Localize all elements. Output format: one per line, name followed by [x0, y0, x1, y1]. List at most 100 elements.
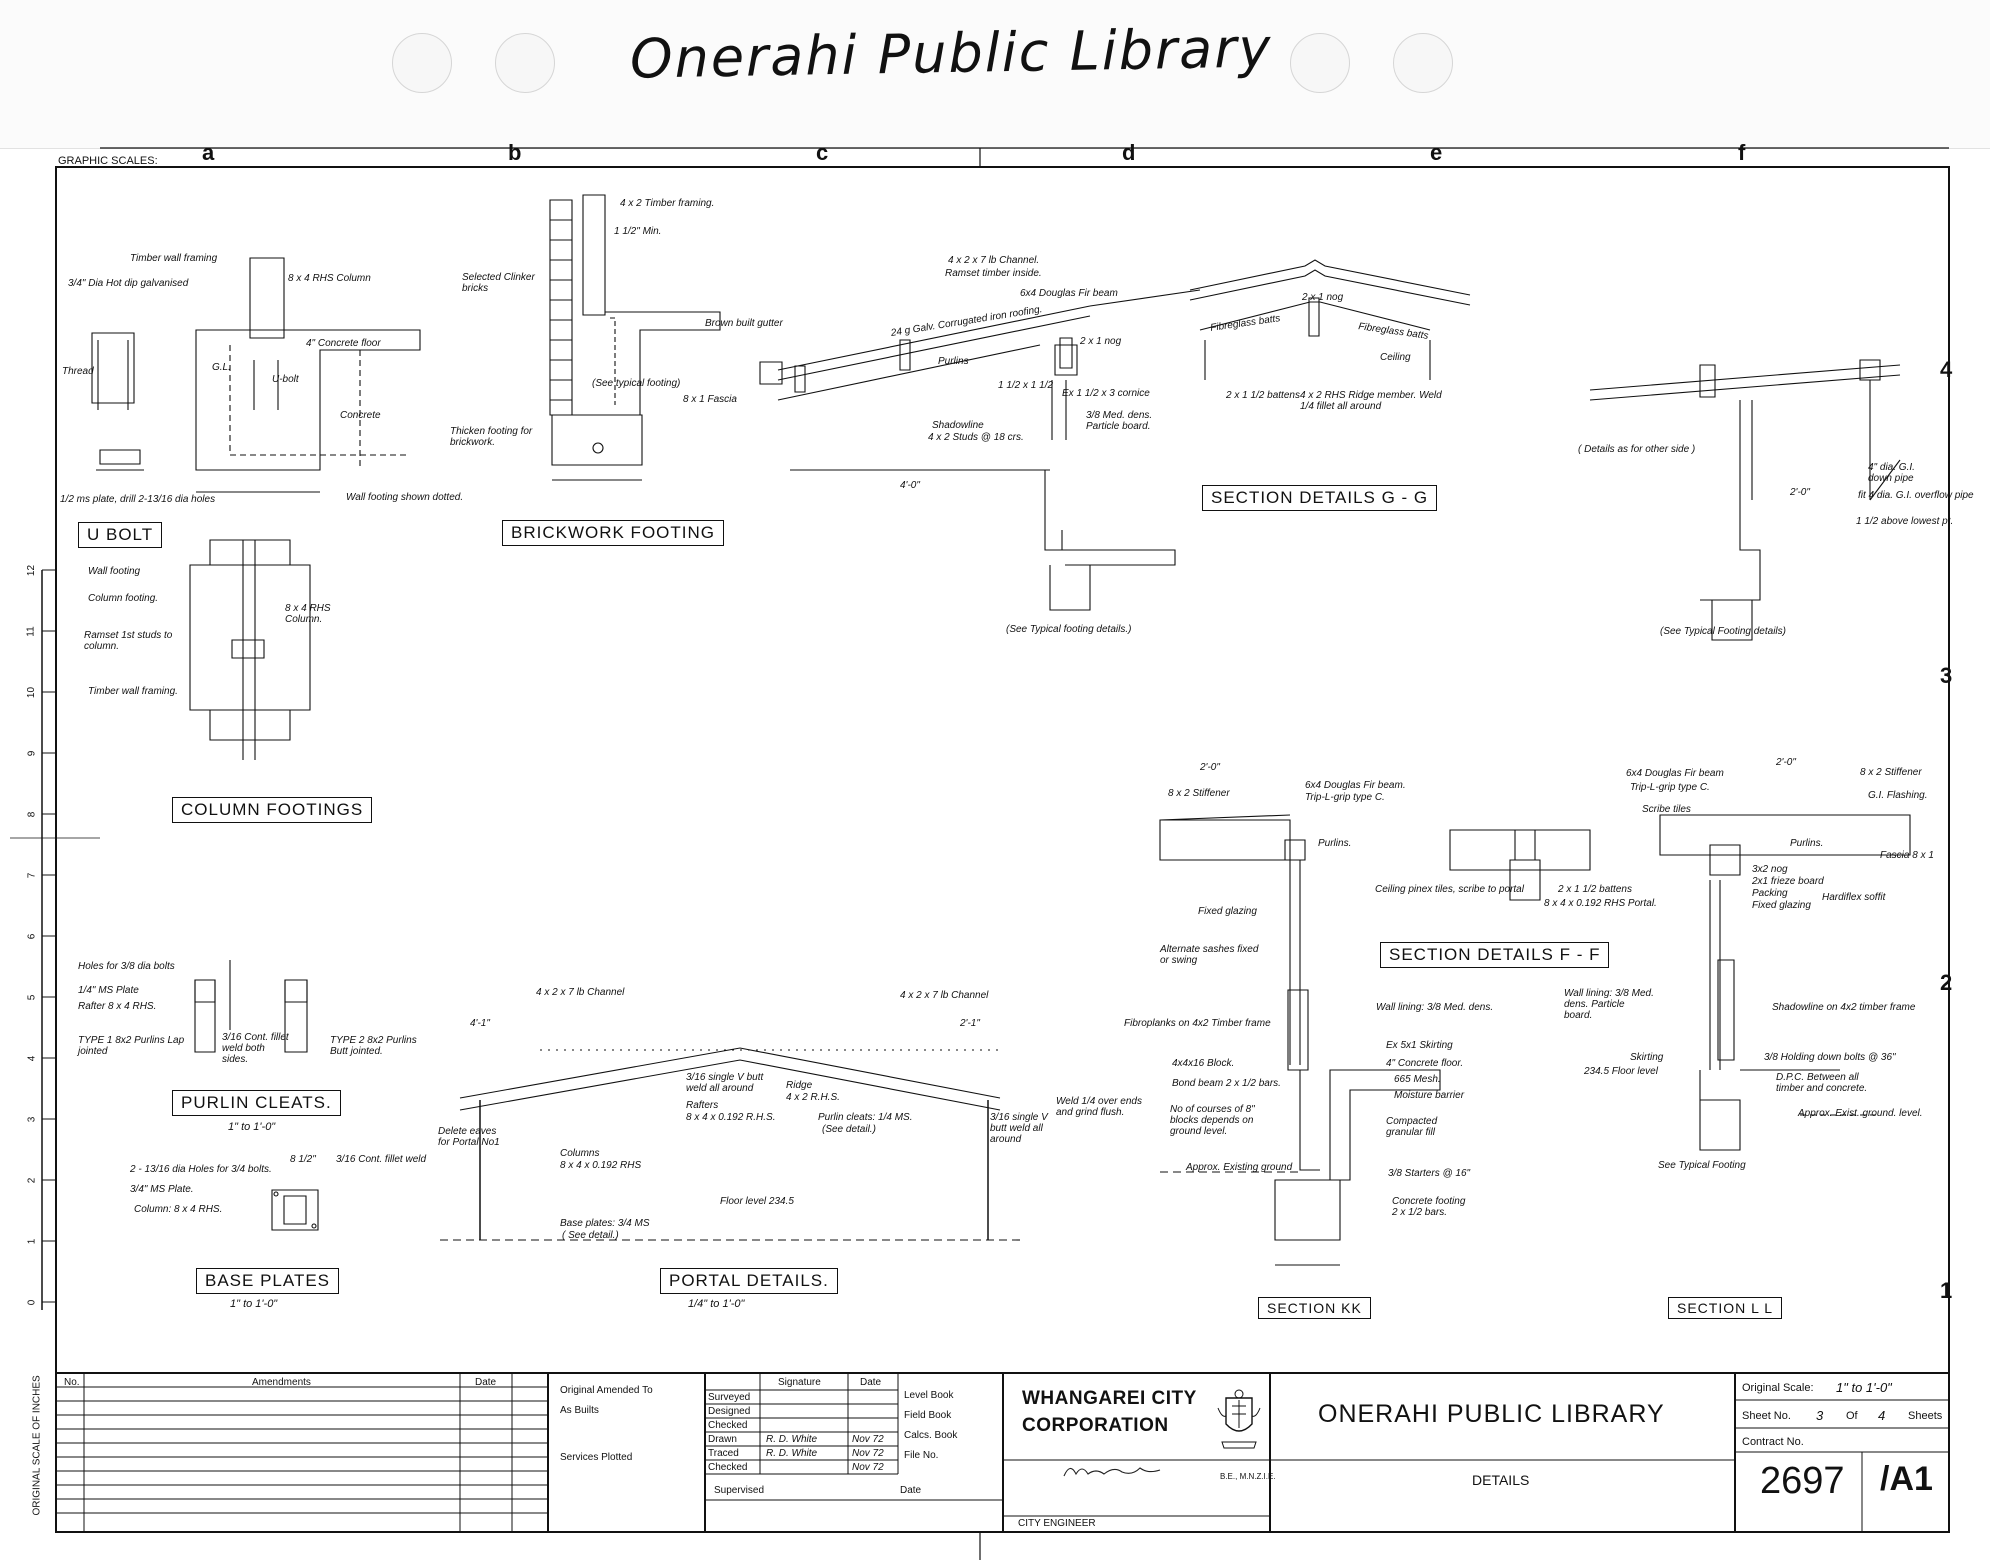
section-ll-label: G.I. Flashing.: [1868, 790, 1928, 801]
section-kk-label: Approx. Existing ground: [1186, 1162, 1293, 1173]
punch-hole-3: [1290, 33, 1350, 93]
purlin-cleats-label: Rafter 8 x 4 RHS.: [78, 1001, 157, 1012]
eaves-right-label: fit 4 dia. G.I. overflow pipe: [1858, 490, 1974, 501]
section-ll-label: Purlins.: [1790, 838, 1824, 849]
column-footings-label: 8 x 4 RHS Column.: [285, 603, 331, 625]
brickwork-label: 4 x 2 Timber framing.: [620, 198, 715, 209]
sheet-size: /A1: [1880, 1460, 1933, 1498]
section-ll-label: See Typical Footing: [1658, 1160, 1746, 1171]
section-ll-label: Approx. Exist. ground. level.: [1798, 1108, 1923, 1119]
original-amended-label: Original Amended To: [560, 1385, 653, 1396]
grid-letter-e: e: [1430, 140, 1443, 165]
section-kk-label: 4x4x16 Block.: [1172, 1058, 1235, 1069]
of-value: 4: [1878, 1408, 1886, 1423]
section-ll-label: Fixed glazing: [1752, 900, 1811, 911]
section-ll-label: 2x1 frieze board: [1752, 876, 1824, 887]
section-ll-label: D.P.C. Between all timber and concrete.: [1776, 1072, 1868, 1094]
ruler-tick-8: 8: [26, 811, 38, 818]
section-ll-label: 8 x 2 Stiffener: [1860, 767, 1922, 778]
eaves-label: Brown built gutter: [705, 318, 783, 329]
purlin-cleats-scale: 1" to 1'-0": [228, 1121, 276, 1133]
sheets-label: Sheets: [1908, 1410, 1943, 1422]
eaves-label: 3/8 Med. dens. Particle board.: [1086, 410, 1153, 432]
portal-label: (See detail.): [822, 1124, 876, 1135]
portal-label: 4 x 2 x 7 lb Channel: [900, 990, 989, 1001]
supervised-label: Supervised: [714, 1485, 765, 1496]
section-gg-label: 2 x 1 nog: [1302, 292, 1344, 303]
engineer-signature: [1060, 1460, 1170, 1482]
portal-details-title: PORTAL DETAILS.: [660, 1268, 838, 1294]
ruler-tick-6: 6: [26, 933, 38, 940]
base-plates-scale: 1" to 1'-0": [230, 1298, 278, 1310]
u-bolt-label: Wall footing shown dotted.: [346, 492, 464, 503]
graphic-scales-label: GRAPHIC SCALES:: [58, 155, 158, 167]
section-ll-label: 6x4 Douglas Fir beam: [1626, 768, 1724, 779]
original-scale-label: Original Scale:: [1742, 1382, 1814, 1394]
city-engineer-label: CITY ENGINEER: [1018, 1518, 1096, 1529]
sig-name: R. D. White: [766, 1434, 818, 1445]
column-footings-label: Wall footing: [88, 566, 141, 577]
base-plates-label: 2 - 13/16 dia Holes for 3/4 bolts.: [130, 1164, 272, 1175]
section-ll-label: Wall lining: 3/8 Med. dens. Particle boa…: [1564, 988, 1654, 1021]
section-ll-label: 3/8 Holding down bolts @ 36": [1764, 1052, 1896, 1063]
coat-of-arms-icon: [1214, 1388, 1264, 1452]
grid-letter-b: b: [508, 140, 522, 165]
brickwork-label: (See typical footing): [592, 378, 681, 389]
section-kk-label: Alternate sashes fixed or swing: [1160, 944, 1259, 966]
section-kk-label: 6x4 Douglas Fir beam.: [1305, 780, 1406, 791]
section-ll-title: SECTION L L: [1668, 1297, 1783, 1319]
section-ll-label: Scribe tiles: [1642, 804, 1691, 815]
original-scale-value: 1" to 1'-0": [1836, 1380, 1892, 1395]
purlin-cleats-label: 3/16 Cont. fillet weld both sides.: [222, 1032, 289, 1065]
supervised-date-label: Date: [900, 1485, 922, 1496]
ruler-tick-9: 9: [26, 750, 38, 757]
engineer-quals: B.E., M.N.Z.I.E.: [1220, 1472, 1276, 1481]
sig-role: Checked: [708, 1420, 748, 1431]
ruler-tick-11: 11: [25, 626, 37, 637]
u-bolt-label: 4" Concrete floor: [306, 338, 381, 349]
purlin-cleats-label: 1/4" MS Plate: [78, 985, 139, 996]
ruler-tick-10: 10: [26, 686, 38, 699]
punch-hole-1: [392, 33, 452, 93]
corporation-line2: CORPORATION: [1022, 1415, 1169, 1436]
calcs-book-label: Calcs. Book: [904, 1430, 958, 1441]
ruler-tick-0: 0: [26, 1299, 38, 1306]
section-ll-label: Skirting: [1630, 1052, 1664, 1063]
portal-label: 4 x 2 x 7 lb Channel: [536, 987, 625, 998]
portal-label: 4'-1": [470, 1018, 490, 1029]
eaves-label: (See Typical footing details.): [1006, 624, 1132, 635]
grid-letter-a: a: [202, 140, 215, 165]
eaves-label: Ex 1 1/2 x 3 cornice: [1062, 388, 1150, 399]
section-ll-label: Shadowline on 4x2 timber frame: [1772, 1002, 1916, 1013]
sig-name: R. D. White: [766, 1448, 818, 1459]
section-gg-label: 2 x 1 1/2 battens: [1226, 390, 1300, 401]
punch-hole-4: [1393, 33, 1453, 93]
eaves-right-label: 2'-0": [1790, 487, 1810, 498]
portal-label: 3/16 single V butt weld all around: [686, 1072, 764, 1094]
sig-role: Traced: [708, 1448, 739, 1459]
eaves-label: Purlins: [938, 356, 969, 367]
ruler-tick-4: 4: [26, 1055, 38, 1062]
portal-label: Columns: [560, 1148, 600, 1159]
section-kk-label: Purlins.: [1318, 838, 1352, 849]
eaves-right-label: ( Details as for other side ): [1578, 444, 1696, 455]
ruler-tick-3: 3: [26, 1116, 38, 1123]
section-kk-label: Bond beam 2 x 1/2 bars.: [1172, 1078, 1281, 1089]
eaves-label: 8 x 1 Fascia: [683, 394, 737, 405]
section-ff-label: 8 x 4 x 0.192 RHS Portal.: [1544, 898, 1657, 909]
section-kk-label: No of courses of 8" blocks depends on gr…: [1170, 1104, 1255, 1137]
file-no-label: File No.: [904, 1450, 939, 1461]
section-kk-label: 8 x 2 Stiffener: [1168, 788, 1230, 799]
section-kk-label: Fibroplanks on 4x2 Timber frame: [1124, 1018, 1271, 1029]
section-ll-label: Trip-L-grip type C.: [1630, 782, 1710, 793]
section-kk-label: Trip-L-grip type C.: [1305, 792, 1385, 803]
brickwork-label: Selected Clinker bricks: [462, 272, 535, 294]
portal-label: Delete eaves for Portal No1: [438, 1126, 500, 1148]
section-gg-label: 4 x 2 RHS Ridge member. Weld 1/4 fillet …: [1300, 390, 1442, 412]
section-kk-label: 2'-0": [1200, 762, 1220, 773]
portal-label: 8 x 4 x 0.192 R.H.S.: [686, 1112, 776, 1123]
eaves-right-label: 1 1/2 above lowest pt.: [1856, 516, 1954, 527]
column-footings-title: COLUMN FOOTINGS: [172, 797, 373, 823]
punch-hole-2: [495, 33, 555, 93]
eaves-label: 4 x 2 x 7 lb Channel.: [948, 255, 1040, 266]
